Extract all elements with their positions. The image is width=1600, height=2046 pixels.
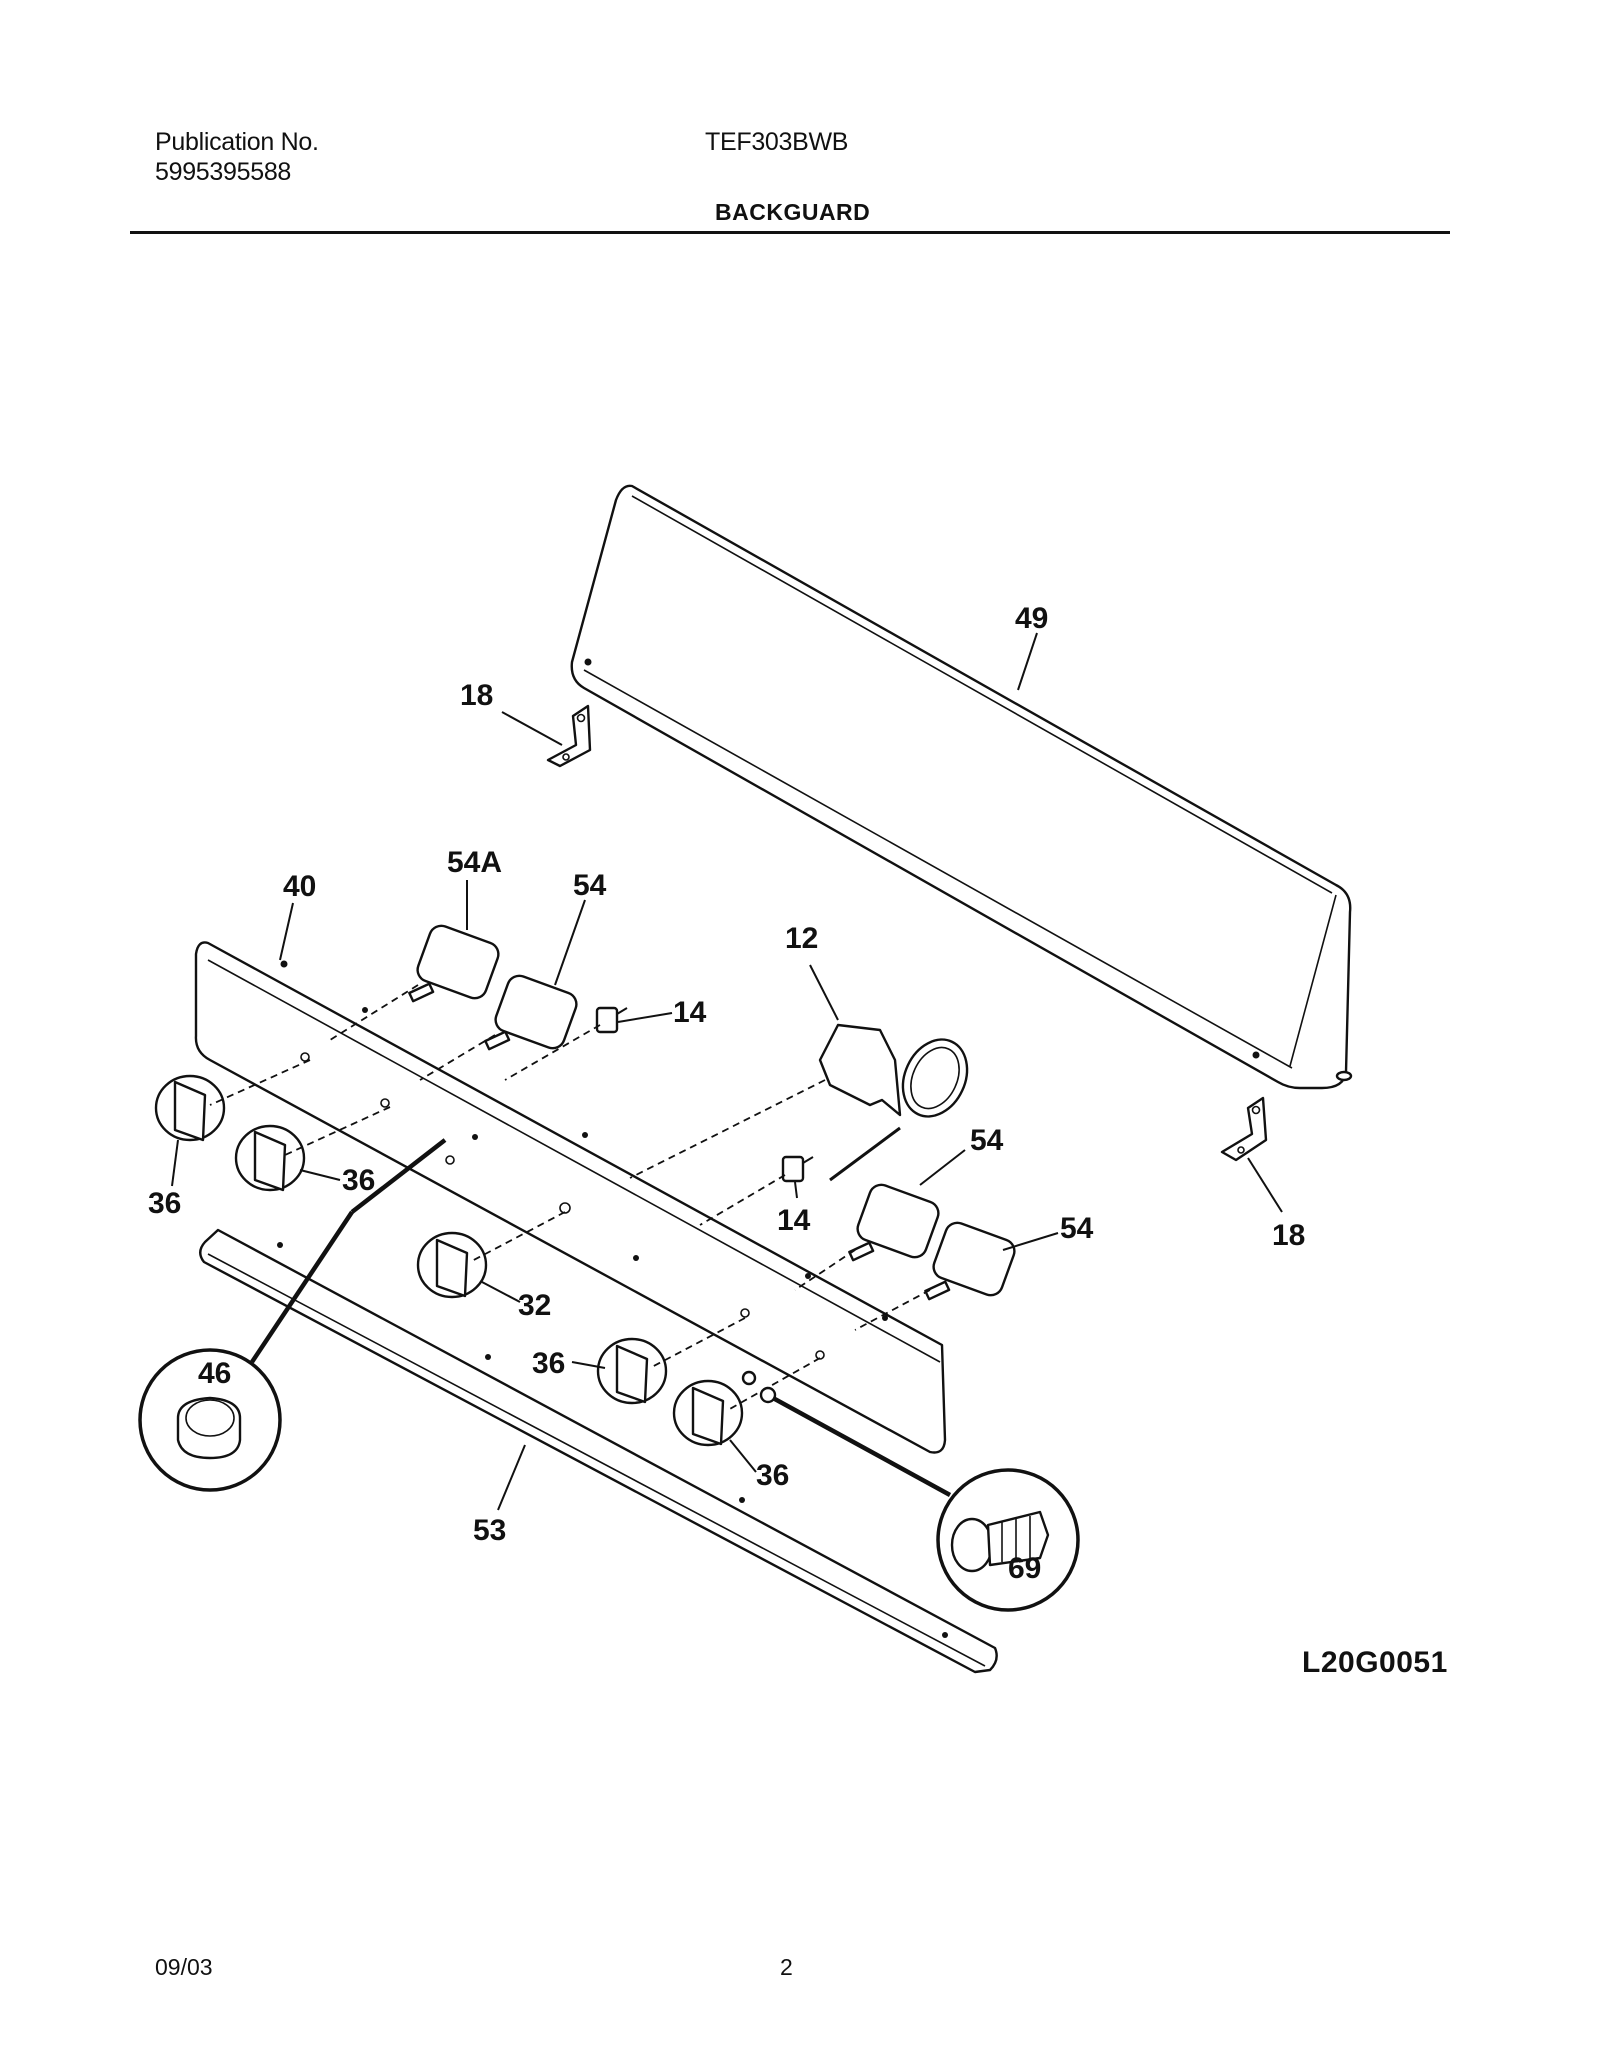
assembly-guide-lines bbox=[209, 984, 931, 1411]
callout-36-c: 36 bbox=[532, 1347, 565, 1380]
backguard-panel-49 bbox=[570, 484, 1353, 1090]
detail-69-leader bbox=[771, 1396, 952, 1497]
knob-36-a bbox=[154, 1074, 226, 1142]
detail-circle-46 bbox=[138, 1348, 282, 1492]
knob-36-d bbox=[672, 1379, 744, 1447]
screw-small bbox=[741, 1370, 777, 1404]
callout-12: 12 bbox=[785, 922, 818, 955]
callout-36-d: 36 bbox=[756, 1459, 789, 1492]
callout-54A: 54A bbox=[447, 846, 502, 879]
callout-18-left: 18 bbox=[460, 679, 493, 712]
timer-12 bbox=[818, 1023, 969, 1182]
callout-46: 46 bbox=[198, 1357, 231, 1390]
publication-label: Publication No. bbox=[155, 128, 319, 156]
callout-14-upper: 14 bbox=[673, 996, 707, 1029]
footer-page-number: 2 bbox=[780, 1954, 793, 1980]
indicator-light-14-upper bbox=[595, 1006, 628, 1034]
callout-18-right: 18 bbox=[1272, 1219, 1305, 1252]
mounting-bracket-18-right bbox=[1220, 1096, 1268, 1162]
knob-32 bbox=[416, 1231, 488, 1299]
knob-36-b bbox=[234, 1124, 306, 1192]
footer-date: 09/03 bbox=[155, 1954, 213, 1980]
detail-46-leader bbox=[250, 1210, 354, 1364]
callout-54-upper: 54 bbox=[573, 869, 607, 902]
header-rule bbox=[130, 231, 1450, 234]
switch-54-middle bbox=[848, 1183, 940, 1262]
detail-46-leader-2 bbox=[350, 1138, 447, 1214]
drawing-code: L20G0051 bbox=[1302, 1646, 1448, 1679]
callout-54-lower: 54 bbox=[1060, 1212, 1094, 1245]
switch-54-lower bbox=[924, 1221, 1016, 1301]
callout-36-b: 36 bbox=[342, 1164, 375, 1197]
callout-54-middle: 54 bbox=[970, 1124, 1004, 1157]
publication-number: 5995395588 bbox=[155, 158, 292, 186]
indicator-light-14-lower bbox=[781, 1155, 814, 1183]
control-panel-40 bbox=[194, 941, 947, 1454]
switch-54A bbox=[408, 924, 500, 1003]
callout-36-a: 36 bbox=[148, 1187, 181, 1220]
model-number: TEF303BWB bbox=[705, 128, 849, 156]
section-title: BACKGUARD bbox=[715, 199, 871, 225]
callout-49: 49 bbox=[1015, 602, 1048, 635]
callout-53: 53 bbox=[473, 1514, 506, 1547]
detail-circle-69 bbox=[936, 1468, 1080, 1612]
mounting-bracket-18-left bbox=[546, 704, 592, 768]
callout-leaders bbox=[171, 632, 1283, 1511]
trim-strip-53 bbox=[199, 1228, 998, 1674]
callout-69: 69 bbox=[1008, 1552, 1041, 1585]
switch-54-upper bbox=[484, 974, 578, 1051]
callout-40: 40 bbox=[283, 870, 316, 903]
knob-36-c bbox=[596, 1337, 668, 1405]
callout-32: 32 bbox=[518, 1289, 551, 1322]
callout-14-lower: 14 bbox=[777, 1204, 811, 1237]
